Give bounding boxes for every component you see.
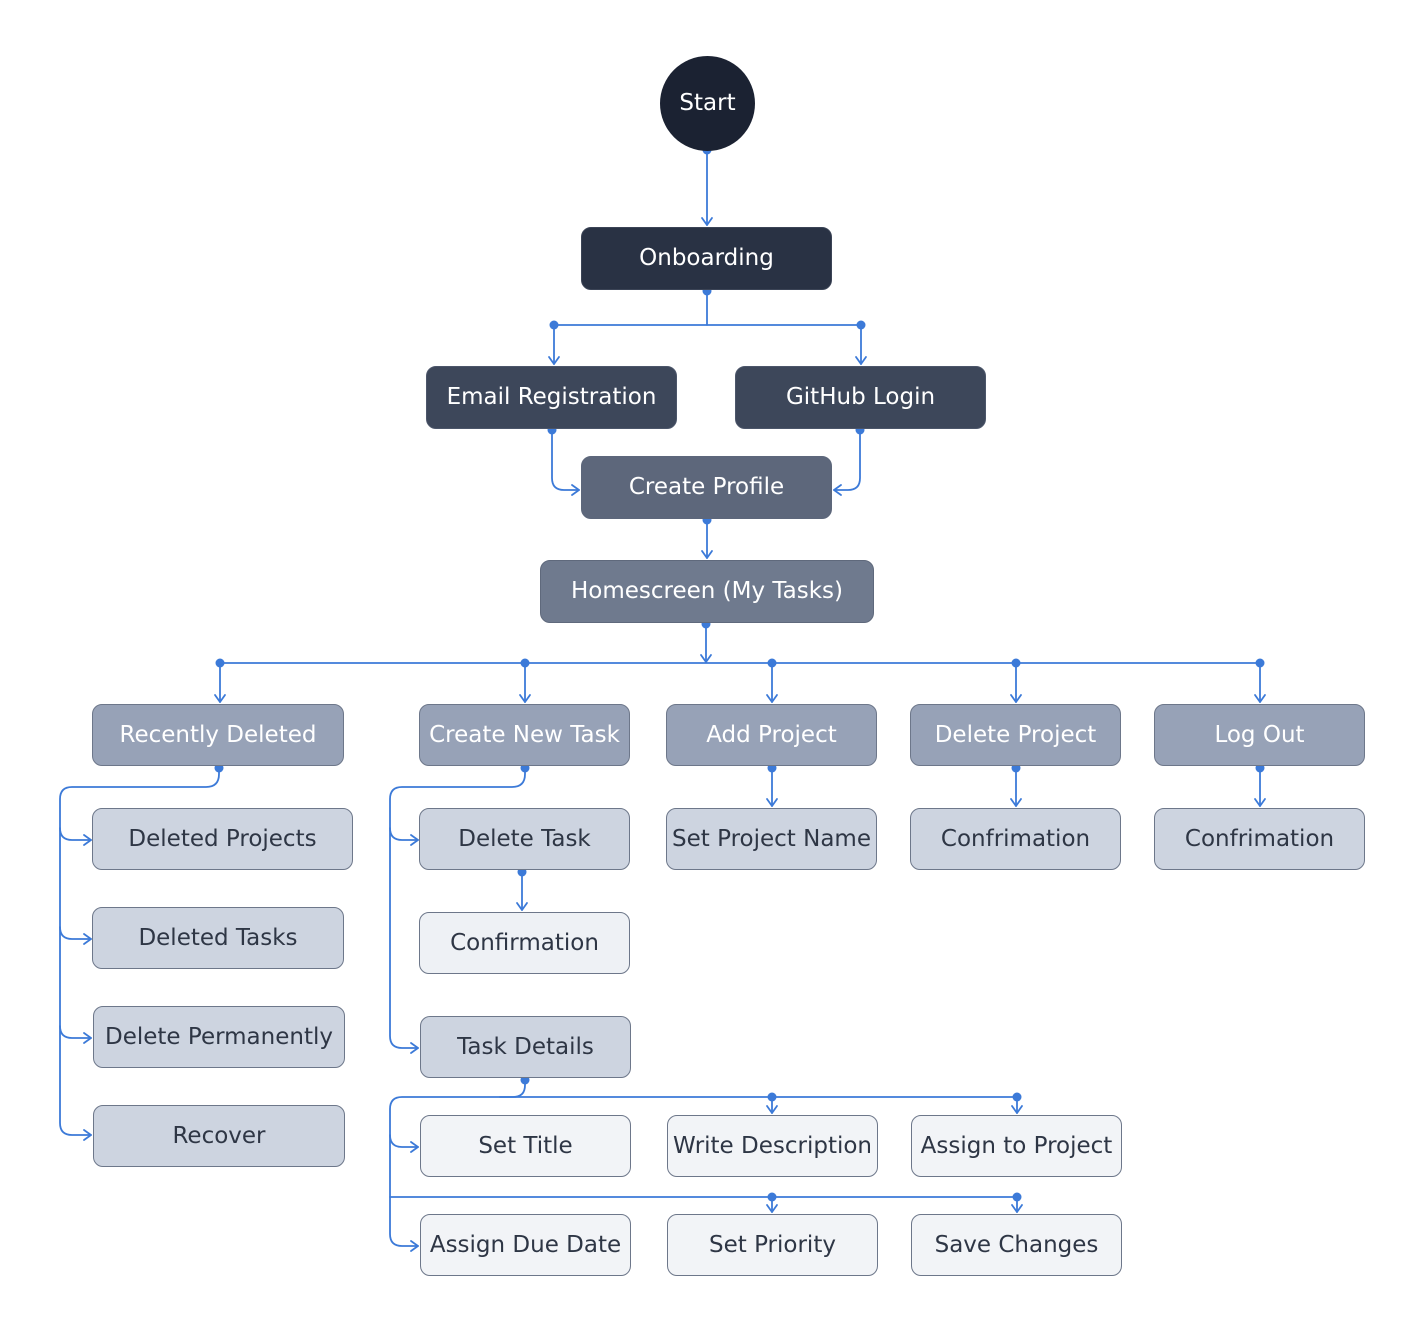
arrowhead-down [701,217,713,226]
delete-task-confirmation-node[interactable]: Confirmation [419,912,630,974]
connector-line [59,827,92,841]
connector-dot [1012,1092,1022,1102]
delete-project-confirmation-node[interactable]: Confrimation [910,808,1121,870]
set-priority-node[interactable]: Set Priority [667,1214,878,1276]
arrowhead-down [766,1204,778,1213]
create-profile-node[interactable]: Create Profile [581,456,832,519]
arrowhead-right [83,1032,92,1044]
connector-dot [767,1092,777,1102]
set-project-name-node[interactable]: Set Project Name [666,808,877,870]
arrowhead-right [410,1240,419,1252]
arrowhead-down [766,694,778,703]
arrowhead-right [410,1042,419,1054]
recently-deleted-node[interactable]: Recently Deleted [92,704,344,766]
connector-line [551,429,580,491]
save-changes-node[interactable]: Save Changes [911,1214,1122,1276]
arrowhead-down [214,694,226,703]
arrowhead-down [701,550,713,559]
start-node[interactable]: Start [660,56,755,151]
connector-dot [856,320,866,330]
connector-line [389,827,419,841]
connector-dot [1255,658,1265,668]
deleted-projects-node[interactable]: Deleted Projects [92,808,353,870]
assign-to-project-node[interactable]: Assign to Project [911,1115,1122,1177]
log-out-confirmation-node[interactable]: Confrimation [1154,808,1365,870]
arrowhead-down [1010,694,1022,703]
arrowhead-right [410,834,419,846]
arrowhead-right [83,834,92,846]
connector-dot [767,658,777,668]
add-project-node[interactable]: Add Project [666,704,877,766]
create-new-task-node[interactable]: Create New Task [419,704,630,766]
onboarding-node[interactable]: Onboarding [581,227,832,290]
delete-project-node[interactable]: Delete Project [910,704,1121,766]
deleted-tasks-node[interactable]: Deleted Tasks [92,907,344,969]
assign-due-date-node[interactable]: Assign Due Date [420,1214,631,1276]
connector-line [59,1025,92,1039]
connector-dot [215,658,225,668]
connector-dot [549,320,559,330]
connector-dot [1012,1192,1022,1202]
arrowhead-right [410,1141,419,1153]
arrowhead-down [1011,1204,1023,1213]
arrowhead-down [766,1105,778,1114]
email-registration-node[interactable]: Email Registration [426,366,677,429]
arrowhead-right [571,484,580,496]
connector-line [389,1134,419,1148]
write-description-node[interactable]: Write Description [667,1115,878,1177]
delete-task-node[interactable]: Delete Task [419,808,630,870]
arrowhead-left [833,484,842,496]
arrowhead-down [519,694,531,703]
set-title-node[interactable]: Set Title [420,1115,631,1177]
arrowhead-down [548,356,560,365]
arrowhead-down [516,902,528,911]
arrowhead-right [83,933,92,945]
arrowhead-down [1011,1105,1023,1114]
connector-dot [767,1192,777,1202]
arrowhead-down [766,798,778,807]
recover-node[interactable]: Recover [93,1105,345,1167]
arrowhead-down [855,356,867,365]
delete-permanently-node[interactable]: Delete Permanently [93,1006,345,1068]
github-login-node[interactable]: GitHub Login [735,366,986,429]
arrowhead-down [1254,694,1266,703]
connector-dot [520,658,530,668]
arrowhead-down [1010,798,1022,807]
connector-line [389,767,526,1049]
connector-line [833,429,861,491]
connector-dot [1011,658,1021,668]
homescreen-node[interactable]: Homescreen (My Tasks) [540,560,874,623]
connector-line [59,767,220,1136]
arrowhead-down [700,654,712,663]
connector-line [59,926,92,940]
connector-line [389,1079,526,1247]
task-details-node[interactable]: Task Details [420,1016,631,1078]
arrowhead-right [83,1129,92,1141]
arrowhead-down [1254,798,1266,807]
log-out-node[interactable]: Log Out [1154,704,1365,766]
